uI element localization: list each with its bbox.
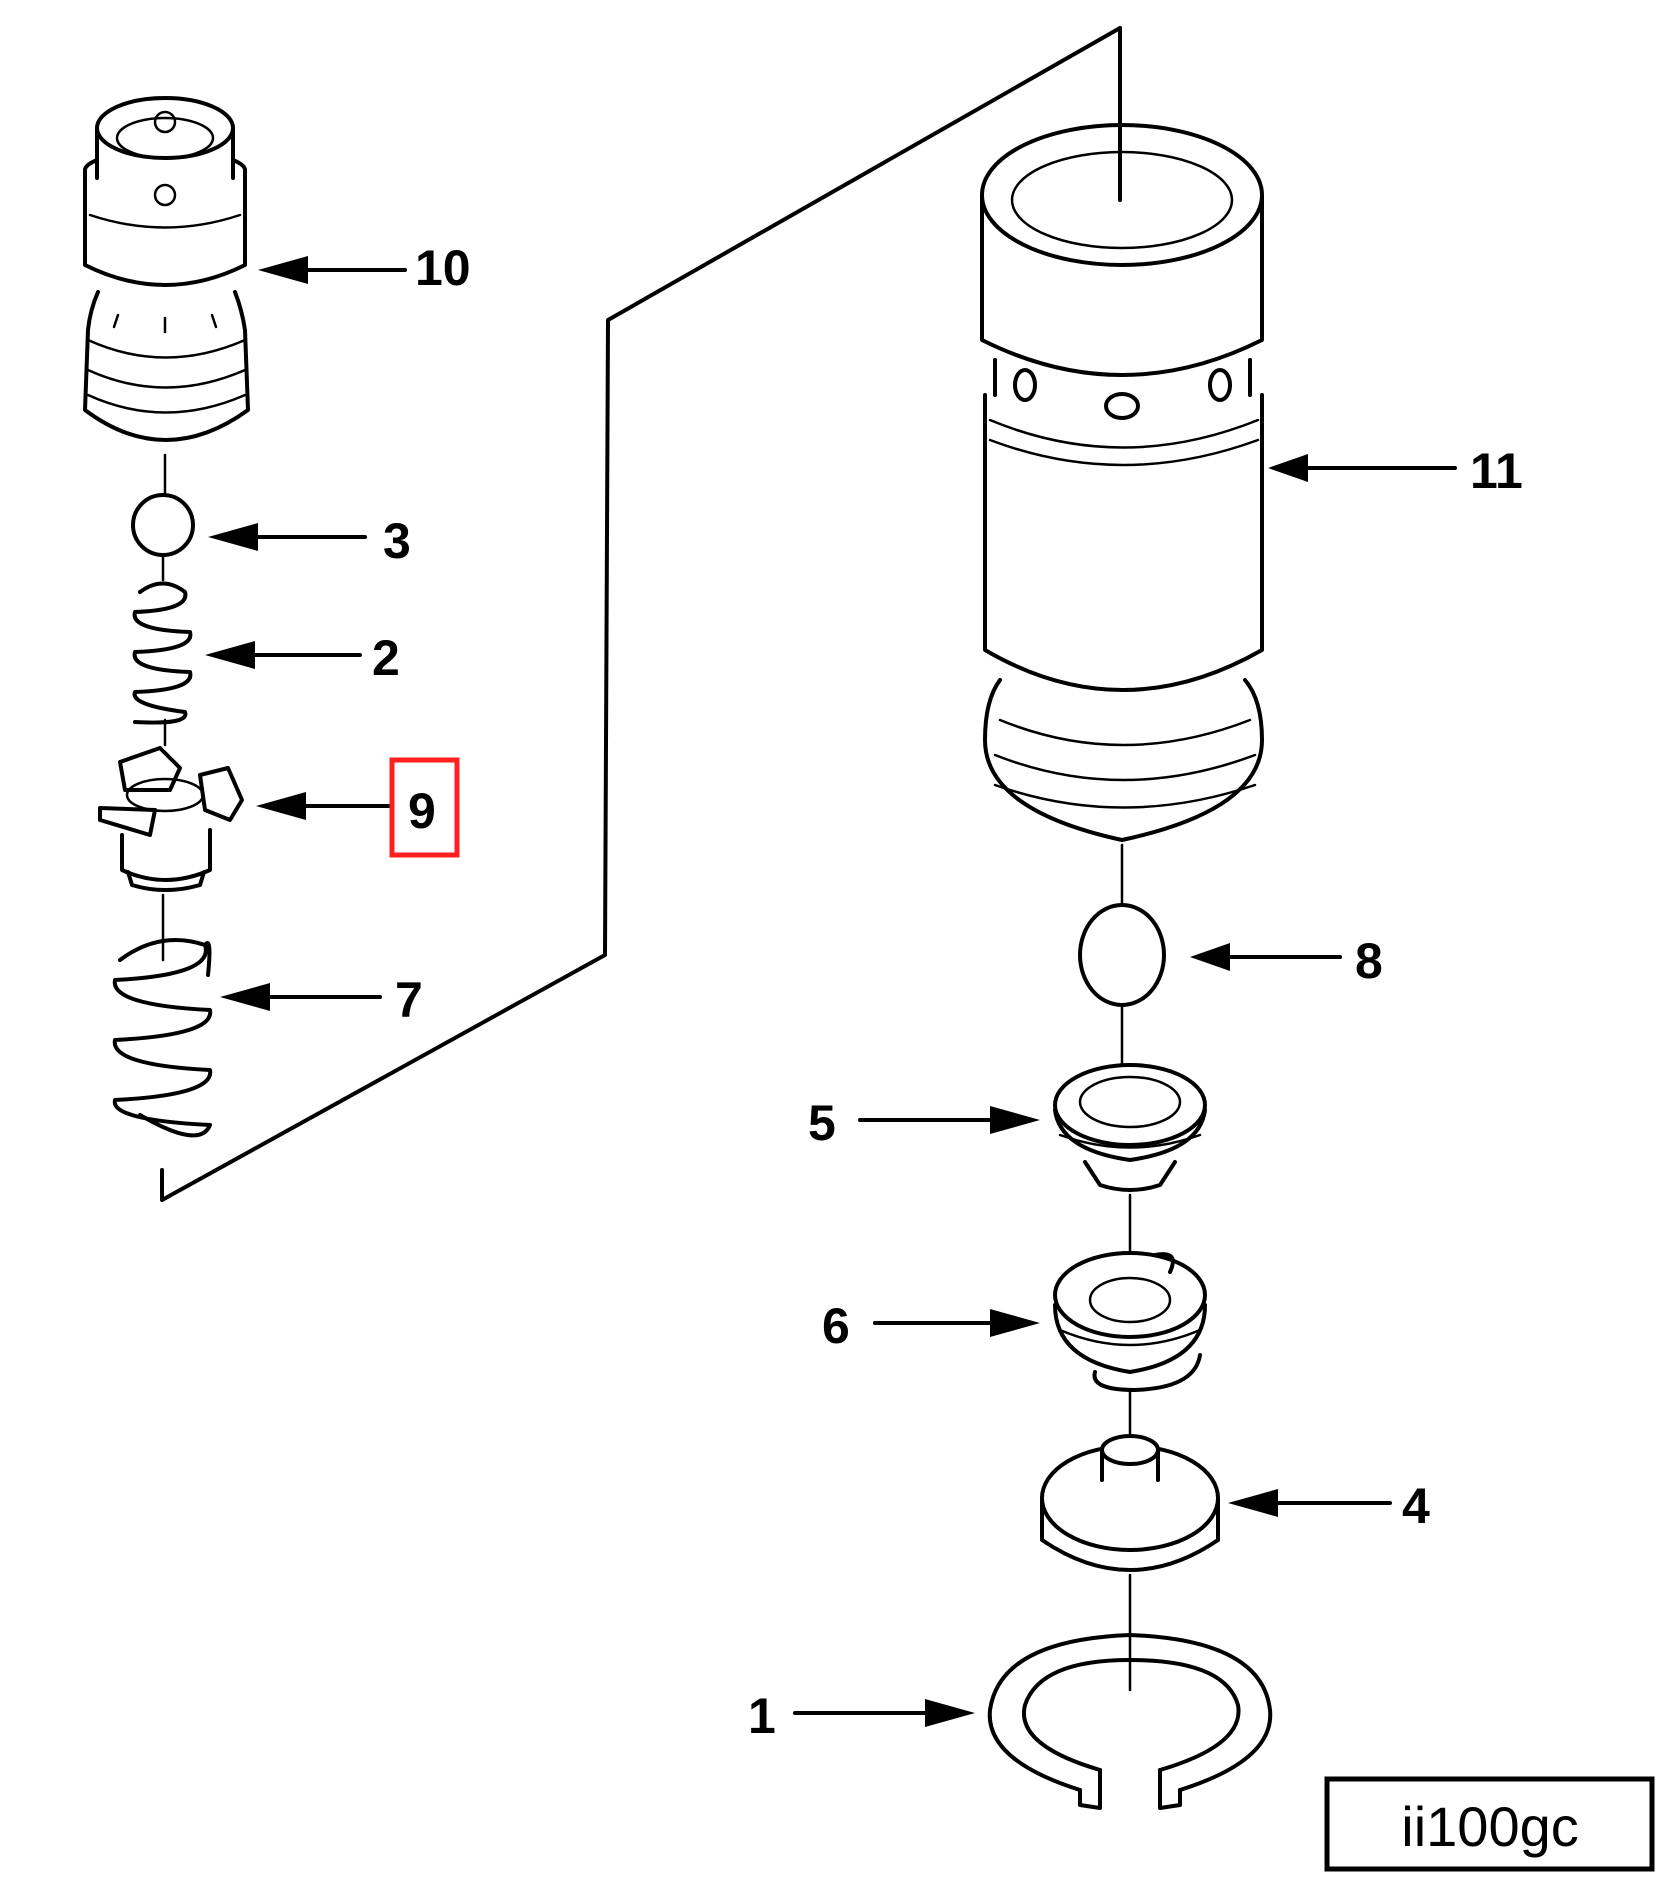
callout-4[interactable]: 4 — [1402, 1478, 1430, 1534]
part-6-seal[interactable] — [1053, 1251, 1207, 1442]
callout-7[interactable]: 7 — [395, 972, 423, 1028]
callout-9[interactable]: 9 — [408, 783, 436, 839]
part-1-retaining-ring[interactable] — [987, 1633, 1273, 1810]
callout-5[interactable]: 5 — [808, 1095, 836, 1151]
callout-1[interactable]: 1 — [748, 1688, 776, 1744]
part-11-sleeve[interactable] — [980, 26, 1264, 917]
part-2-small-spring[interactable] — [132, 581, 193, 747]
part-4-plug[interactable] — [1040, 1434, 1220, 1692]
callout-9-highlight-box — [389, 757, 460, 858]
assembly-connector-line — [160, 26, 1122, 1202]
part-9-ball-guide[interactable] — [98, 746, 244, 962]
callout-11[interactable]: 11 — [1470, 443, 1523, 499]
callout-3[interactable]: 3 — [383, 513, 411, 569]
callout-2[interactable]: 2 — [372, 630, 400, 686]
figure-code-box: ii100gc — [1324, 1776, 1655, 1872]
part-10-housing[interactable] — [83, 96, 250, 502]
part-7-large-spring[interactable] — [112, 938, 213, 1138]
part-5-valve-seat[interactable] — [1053, 1063, 1207, 1262]
callout-6[interactable]: 6 — [822, 1298, 850, 1354]
figure-code: ii100gc — [1401, 1795, 1578, 1858]
callout-8[interactable]: 8 — [1355, 933, 1383, 989]
part-8-o-ring[interactable] — [1078, 903, 1166, 1072]
callout-arrows — [205, 256, 1457, 1727]
part-3-ball[interactable] — [131, 493, 195, 582]
callout-10[interactable]: 10 — [415, 240, 471, 296]
